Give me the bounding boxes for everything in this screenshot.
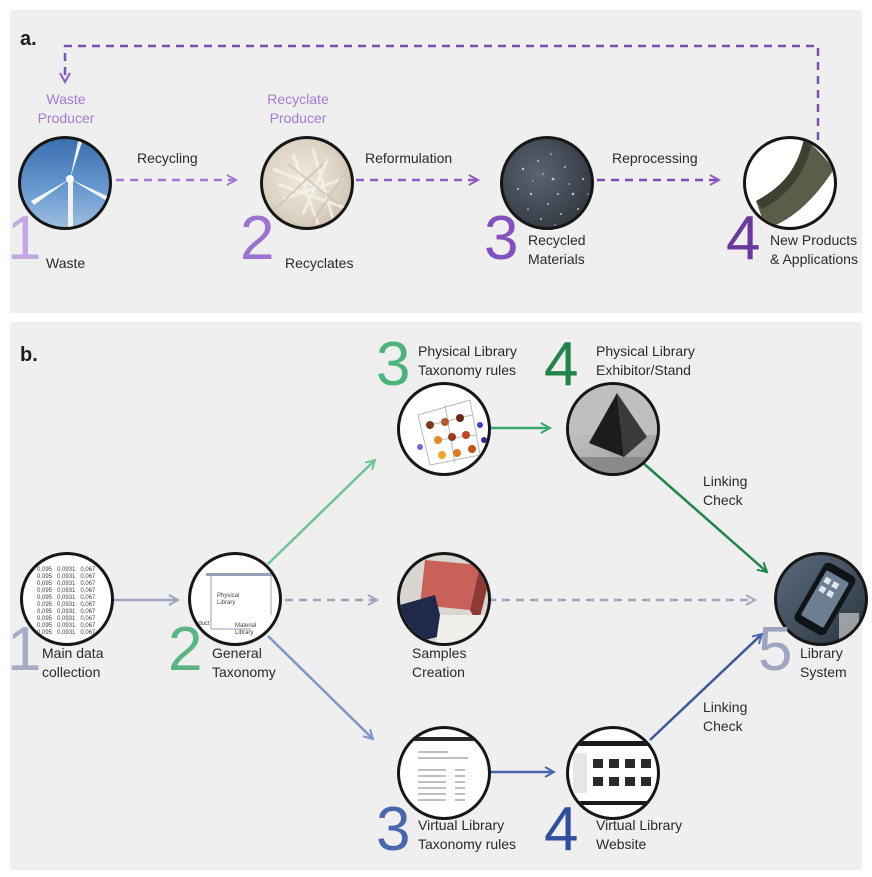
library-system-label: Library System [800,645,847,680]
reprocessing-edge-label: Reprocessing [612,150,698,166]
wind-turbine-image [18,136,112,230]
panel-a-arrows [10,44,820,313]
physical-stand-number: 4 [544,330,579,399]
waste-producer-role: Waste Producer [37,91,95,126]
main-data-image: 0,095 0,0931 0,067 0,095 0,0931 0,067 0,… [20,552,114,646]
recyclates-image [260,136,354,230]
recycled-materials-image [500,136,594,230]
reformulation-edge-label: Reformulation [365,150,453,166]
linking-check-bottom-label: Linking Check [703,699,748,734]
virtual-rules-image [397,726,491,820]
virtual-website-label: Virtual Library Website [596,817,683,852]
data-table-thumbnail: 0,095 0,0931 0,067 0,095 0,0931 0,067 0,… [37,567,96,636]
taxonomy-product-text: oduct y [195,621,210,634]
library-system-number: 5 [758,615,793,684]
wind-turbine-icon [31,139,109,227]
physical-rules-number: 3 [376,330,411,399]
step-4-label: New Products & Applications [770,232,858,267]
fibers-texture-icon [272,148,349,227]
pyramid-stand-icon [569,385,657,473]
step-2-label: Recyclates [285,255,354,271]
step-1-label: Waste [46,255,86,271]
panel-a: a. Waste Producer Recyclate Producer [7,10,862,313]
step-2-number: 2 [240,204,275,273]
stand-to-system-linking-arrow [641,461,767,572]
samples-label: Samples Creation [412,645,467,680]
panel-a-label: a. [20,28,37,50]
samples-image [397,552,491,646]
new-products-image [743,136,837,230]
step-3-number: 3 [484,204,519,273]
node-2-number: 2 [168,615,203,684]
step-1-number: 1 [7,204,42,273]
step-4-number: 4 [726,204,761,273]
speckle-texture-icon [517,153,589,226]
smartphone-icon [794,562,859,641]
taxonomy-to-virtual-rules-arrow [267,635,373,739]
physical-rules-image [397,382,491,476]
virtual-website-image [566,726,660,820]
panel-b: b. [7,322,868,870]
taxonomy-physical-text: Physical Library [217,593,240,606]
document-screenshot-icon [410,737,488,801]
taxonomy-material-text: Material Library [235,623,257,636]
general-taxonomy-image: Physical Library Material Library oduct … [188,552,282,646]
node-1-number: 1 [7,615,42,684]
virtual-website-number: 4 [544,795,579,864]
feedback-loop-arrow [65,44,820,168]
virtual-rules-number: 3 [376,795,411,864]
taxonomy-tree-icon [206,573,276,630]
taxonomy-to-physical-rules-arrow [267,460,375,565]
linking-check-top-label: Linking Check [703,473,748,508]
physical-rules-label: Physical Library Taxonomy rules [418,343,517,378]
panel-b-arrows [113,322,862,870]
library-system-image [774,552,868,646]
curved-panel-icon [756,139,834,227]
panel-b-label: b. [20,344,38,366]
recycling-edge-label: Recycling [137,150,198,166]
physical-stand-image [566,382,660,476]
general-taxonomy-label: General Taxonomy [212,645,276,680]
virtual-rules-label: Virtual Library Taxonomy rules [418,817,517,852]
website-screenshot-icon [569,741,657,805]
website-to-system-linking-arrow [649,634,762,741]
recyclate-producer-role: Recyclate Producer [267,91,329,126]
molecule-grid-icon [417,399,487,466]
step-3-label: Recycled Materials [528,232,586,267]
main-data-label: Main data collection [42,645,104,680]
physical-stand-label: Physical Library Exhibitor/Stand [596,343,695,378]
